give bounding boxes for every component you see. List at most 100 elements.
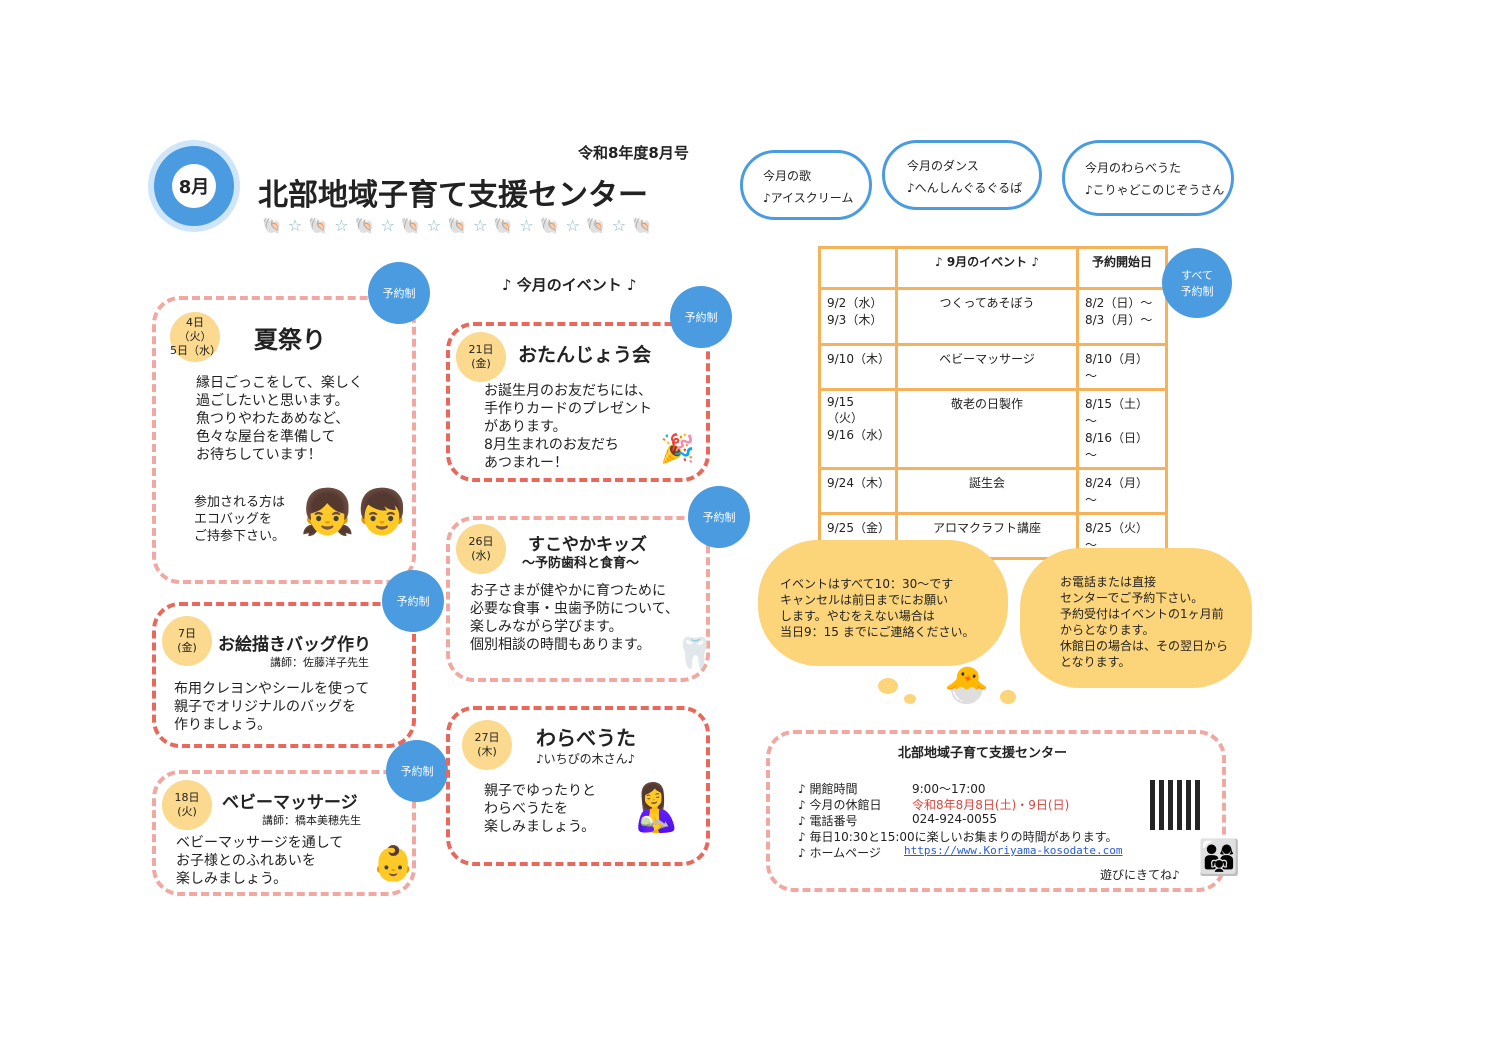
table-row: 9/24（木） 誕生会 8/24（月）～ (818, 467, 1168, 515)
event-lecturer: 講師：佐藤洋子先生 (270, 656, 369, 669)
table-cell: 9/24（木） (818, 467, 898, 515)
event-title: 夏祭り (254, 326, 326, 354)
issue-label: 令和8年度8月号 (578, 144, 689, 162)
table-cell: 9/15（火） 9/16（水） (818, 388, 898, 470)
event-date: 21日 (金) (456, 332, 506, 382)
cloud-warabe-value: ♪こりゃどこのじぞうさん (1085, 183, 1225, 197)
event-body: お誕生月のお友だちには、 手作りカードのプレゼント があります。 8月生まれのお… (484, 383, 652, 471)
cloud-dance-value: ♪へんしんぐるぐるぱ (907, 181, 1023, 195)
party-popper-illustration: 🎉 (660, 432, 695, 465)
info-title: 北部地域子育て支援センター (898, 746, 1068, 761)
month-badge: 8月 (148, 140, 240, 232)
family-illustration: 👨‍👩‍👧 (1198, 838, 1241, 878)
month-label: 8月 (172, 164, 216, 208)
event-note: 参加される方は エコバッグを ご持参下さい。 (194, 495, 286, 544)
info-row-homepage: ♪ ホームページ https://www.Koriyama-kosodate.c… (798, 844, 1123, 861)
table-row: 9/10（木） ベビーマッサージ 8/10（月）～ (818, 343, 1168, 391)
table-header (818, 246, 898, 290)
event-body: ベビーマッサージを通して お子様とのふれあいを 楽しみましょう。 (176, 835, 344, 887)
event-lecturer: 講師：橋本美穂先生 (262, 814, 361, 827)
table-cell: ベビーマッサージ (895, 343, 1079, 391)
event-title: ベビーマッサージ (222, 793, 358, 813)
cloud-song: 今月の歌 ♪アイスクリーム (740, 150, 872, 220)
cloud-dance: 今月のダンス ♪へんしんぐるぐるぱ (882, 140, 1042, 210)
cloud-dance-label: 今月のダンス (907, 159, 979, 173)
shell-decoration: 🐚☆🐚☆🐚☆🐚☆🐚☆🐚☆🐚☆🐚☆🐚 (262, 216, 659, 235)
event-warabe (446, 706, 710, 866)
event-date: 27日 (木) (462, 720, 512, 770)
info-label: ♪ 今月の休館日 (798, 798, 882, 812)
table-cell: 9/2（水） 9/3（木） (818, 287, 898, 346)
event-body: 布用クレヨンやシールを使って 親子でオリジナルのバッグを 作りましょう。 (174, 681, 370, 733)
section-title: ♪ 今月のイベント ♪ (502, 276, 637, 294)
september-events-table: ♪ 9月のイベント ♪ 予約開始日 9/2（水） 9/3（木） つくってあそぼう… (818, 246, 1168, 560)
info-row-gathering: ♪ 毎日10:30と15:00に楽しいお集まりの時間があります。 (798, 828, 1117, 845)
notice-right: お電話または直接 センターでご予約下さい。 予約受付はイベントの1ヶ月前 からと… (1020, 548, 1252, 688)
reservation-badge: 予約制 (386, 740, 448, 802)
table-cell: 敬老の日製作 (895, 388, 1079, 470)
thought-bubble-dot (878, 678, 898, 694)
table-row: 9/2（水） 9/3（木） つくってあそぼう 8/2（日）～ 8/3（月）～ (818, 287, 1168, 346)
kids-yukata-illustration: 👧👦 (300, 487, 410, 538)
mother-child-illustration: 🤱 (626, 780, 684, 834)
event-title: すこやかキッズ (528, 535, 647, 555)
all-reservation-badge: すべて 予約制 (1162, 248, 1232, 318)
reservation-badge: 予約制 (670, 286, 732, 348)
event-bag (152, 602, 416, 748)
thought-bubble-dot (1000, 690, 1016, 704)
table-header: ♪ 9月のイベント ♪ (895, 246, 1079, 290)
info-label: ♪ 毎日10:30と15:00に楽しいお集まりの時間があります。 (798, 830, 1118, 844)
table-cell: 誕生会 (895, 467, 1079, 515)
info-label: ♪ ホームページ (798, 846, 881, 860)
event-body: 縁日ごっこをして、楽しく 過ごしたいと思います。 魚つりやわたあめなど、 色々な… (196, 375, 363, 463)
event-title: お絵描きバッグ作り (218, 635, 371, 655)
cloud-warabe: 今月のわらべうた ♪こりゃどこのじぞうさん (1062, 140, 1234, 216)
info-footer: 遊びにきてね♪ (1100, 868, 1180, 882)
event-title: おたんじょう会 (518, 344, 652, 366)
page-title: 北部地域子育て支援センター (258, 178, 648, 213)
table-header: 予約開始日 (1076, 246, 1168, 290)
tooth-illustration: 🦷 (676, 636, 714, 671)
thought-bubble-dot (904, 694, 916, 704)
info-value: 024-924-0055 (912, 812, 998, 826)
info-value: 令和8年8月8日(土)・9日(日) (912, 798, 1070, 812)
info-value: 9:00～17:00 (912, 782, 986, 796)
event-subtitle: ～予防歯科と食育～ (522, 556, 640, 571)
info-row-hours: ♪ 開館時間 9:00～17:00 (798, 780, 986, 797)
cloud-warabe-label: 今月のわらべうた (1085, 161, 1182, 175)
qr-code[interactable] (1150, 780, 1200, 830)
event-kids (446, 516, 710, 682)
reservation-badge: 予約制 (382, 570, 444, 632)
reservation-badge: 予約制 (368, 262, 430, 324)
info-row-phone: ♪ 電話番号 024-924-0055 (798, 812, 997, 829)
table-cell: 9/10（木） (818, 343, 898, 391)
baby-illustration: 👶 (372, 844, 415, 884)
event-body: 親子でゆったりと わらべうたを 楽しみましょう。 (484, 783, 596, 835)
info-box (766, 730, 1226, 892)
reservation-badge: 予約制 (688, 486, 750, 548)
table-cell: 8/24（月）～ (1076, 467, 1168, 515)
table-cell: つくってあそぼう (895, 287, 1079, 346)
event-birthday (446, 322, 710, 482)
table-header-row: ♪ 9月のイベント ♪ 予約開始日 (818, 246, 1168, 290)
table-cell: 8/10（月）～ (1076, 343, 1168, 391)
info-row-holiday: ♪ 今月の休館日 令和8年8月8日(土)・9日(日) (798, 796, 1069, 813)
table-row: 9/15（火） 9/16（水） 敬老の日製作 8/15（土）～ 8/16（日）～ (818, 388, 1168, 470)
chick-illustration: 🐣 (944, 665, 989, 706)
event-natsumatsuri (152, 296, 416, 584)
event-date: 18日 (火) (162, 780, 212, 830)
cloud-song-value: ♪アイスクリーム (763, 191, 854, 205)
table-cell: 8/15（土）～ 8/16（日）～ (1076, 388, 1168, 470)
event-date: 26日 (水) (456, 524, 506, 574)
event-body: お子さまが健やかに育つために 必要な食事・虫歯予防について、 楽しみながら学びま… (470, 583, 679, 653)
info-label: ♪ 開館時間 (798, 782, 858, 796)
table-cell: 8/2（日）～ 8/3（月）～ (1076, 287, 1168, 346)
info-label: ♪ 電話番号 (798, 814, 858, 828)
homepage-link[interactable]: https://www.Koriyama-kosodate.com (904, 844, 1123, 857)
notice-left: イベントはすべて10：30～です キャンセルは前日までにお願い します。やむをえ… (758, 540, 1008, 666)
event-date: 4日（火） 5日（水） (170, 312, 221, 362)
event-date: 7日 (金) (162, 616, 212, 666)
event-subtitle: ♪いちぴの木さん♪ (536, 752, 636, 766)
cloud-song-label: 今月の歌 (763, 169, 812, 183)
event-title: わらべうた (536, 726, 636, 750)
